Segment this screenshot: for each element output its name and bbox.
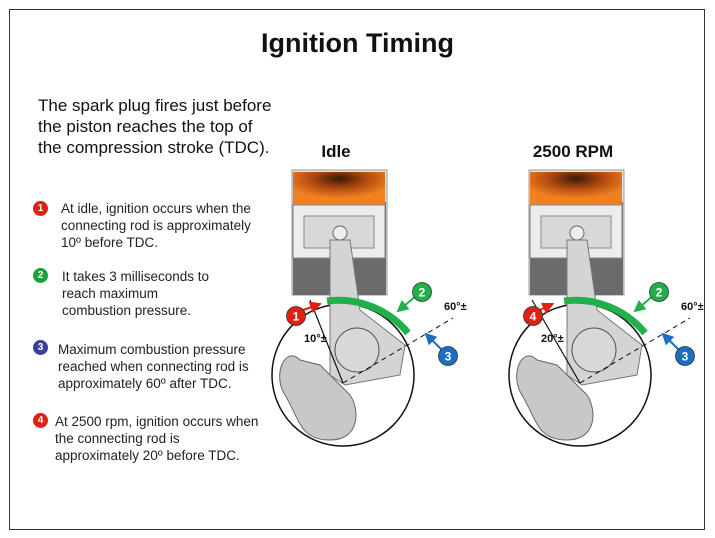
badge-1: 1	[33, 201, 48, 216]
peak-badge: 3	[445, 350, 452, 364]
item-2-text: It takes 3 milliseconds to reach maximum…	[62, 269, 210, 318]
crank-counterweight	[279, 355, 357, 441]
combustion-arc	[326, 296, 411, 336]
item-3-text: Maximum combustion pressure reached when…	[58, 342, 249, 391]
diagram-2500rpm: 2500 RPM 4 2 3 20°± 60°±	[508, 142, 704, 447]
peak-badge: 3	[682, 350, 689, 364]
combustion-arc	[563, 296, 648, 336]
peak-arrow	[424, 332, 443, 351]
slide-title: Ignition Timing	[261, 28, 454, 58]
wrist-pin	[332, 225, 348, 241]
ignition-badge-circle	[523, 306, 543, 326]
peak-arrow	[661, 332, 680, 351]
ignition-badge-circle	[286, 306, 306, 326]
peak-badge-circle	[438, 346, 458, 366]
ignition-arrow	[539, 302, 555, 314]
crank-pin	[571, 327, 617, 373]
peak-angle-label: 60°±	[681, 301, 704, 313]
ignition-line	[309, 299, 344, 384]
duration-badge: 2	[656, 286, 663, 300]
peak-badge-circle	[675, 346, 695, 366]
peak-pressure-line	[579, 317, 691, 384]
slide-frame	[9, 9, 705, 530]
wrist-pin	[569, 225, 585, 241]
duration-arrow	[633, 295, 654, 313]
diagram-idle: Idle 1 2 3 10°± 60°±	[271, 142, 467, 447]
duration-badge: 2	[419, 286, 426, 300]
duration-badge-circle	[649, 282, 669, 302]
ignition-arrow	[302, 301, 322, 313]
duration-arrow	[396, 295, 417, 313]
ignition-badge: 1	[293, 310, 300, 324]
combustion-chamber	[293, 172, 385, 205]
crank-pin	[334, 327, 380, 373]
diagram-label: Idle	[321, 142, 350, 161]
ignition-badge: 4	[530, 310, 537, 324]
combustion-chamber	[530, 172, 622, 205]
item-4-text: At 2500 rpm, ignition occurs when the co…	[55, 414, 259, 463]
peak-pressure-line	[342, 317, 454, 384]
intro-text: The spark plug fires just before the pis…	[38, 96, 272, 157]
duration-badge-circle	[412, 282, 432, 302]
badge-4: 4	[33, 413, 48, 428]
badge-2: 2	[33, 268, 48, 283]
ignition-angle-label: 10°±	[304, 333, 327, 345]
badge-3: 3	[33, 340, 48, 355]
crank-counterweight	[516, 355, 594, 441]
peak-angle-label: 60°±	[444, 301, 467, 313]
ignition-angle-label: 20°±	[541, 333, 564, 345]
item-1-text: At idle, ignition occurs when the connec…	[61, 201, 251, 250]
diagram-label: 2500 RPM	[533, 142, 613, 161]
